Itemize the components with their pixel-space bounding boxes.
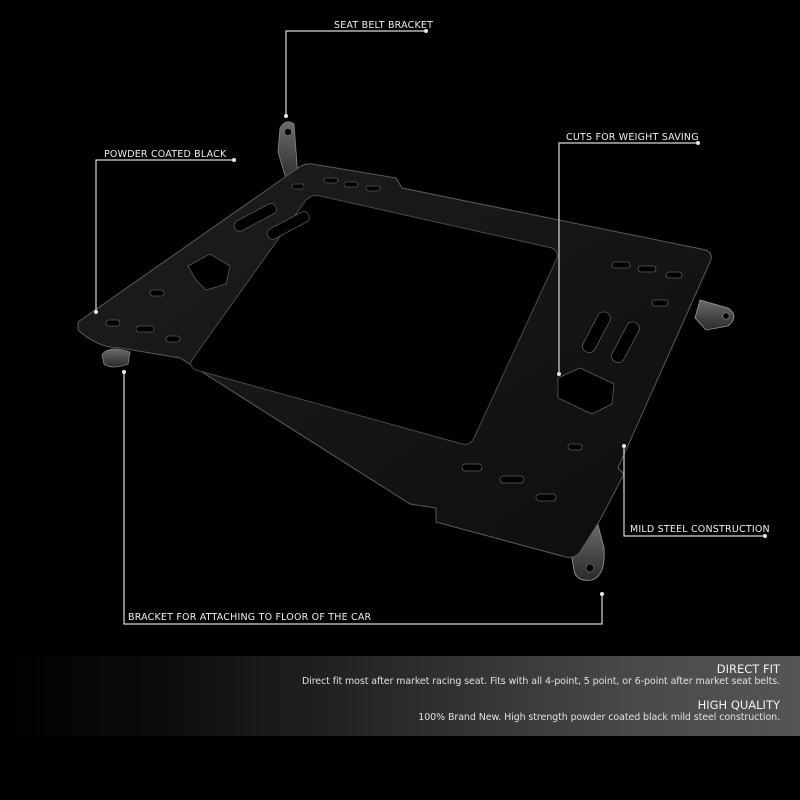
center-cutout xyxy=(190,195,558,445)
features-banner: DIRECT FIT Direct fit most after market … xyxy=(0,656,800,736)
callout-leader-lines xyxy=(94,29,767,625)
feature-description: 100% Brand New. High strength powder coa… xyxy=(418,712,780,723)
feature-description: Direct fit most after market racing seat… xyxy=(301,676,780,687)
callout-mild-steel-construction: MILD STEEL CONSTRUCTION xyxy=(630,524,770,535)
feature-high-quality: HIGH QUALITY 100% Brand New. High streng… xyxy=(418,698,780,723)
callout-seat-belt-bracket: SEAT BELT BRACKET xyxy=(334,20,434,31)
feature-title: HIGH QUALITY xyxy=(697,698,780,712)
right-rear-tab xyxy=(694,299,735,331)
feature-direct-fit: DIRECT FIT Direct fit most after market … xyxy=(302,662,780,687)
floor-tab-left xyxy=(101,348,131,368)
callout-cuts-for-weight-saving: CUTS FOR WEIGHT SAVING xyxy=(566,132,699,143)
weight-saving-cuts-right xyxy=(461,261,683,502)
feature-title: DIRECT FIT xyxy=(716,662,780,676)
callout-powder-coated-black: POWDER COATED BLACK xyxy=(104,149,227,160)
callout-floor-bracket: BRACKET FOR ATTACHING TO FLOOR OF THE CA… xyxy=(128,612,372,623)
weight-saving-cuts-left xyxy=(105,177,381,343)
